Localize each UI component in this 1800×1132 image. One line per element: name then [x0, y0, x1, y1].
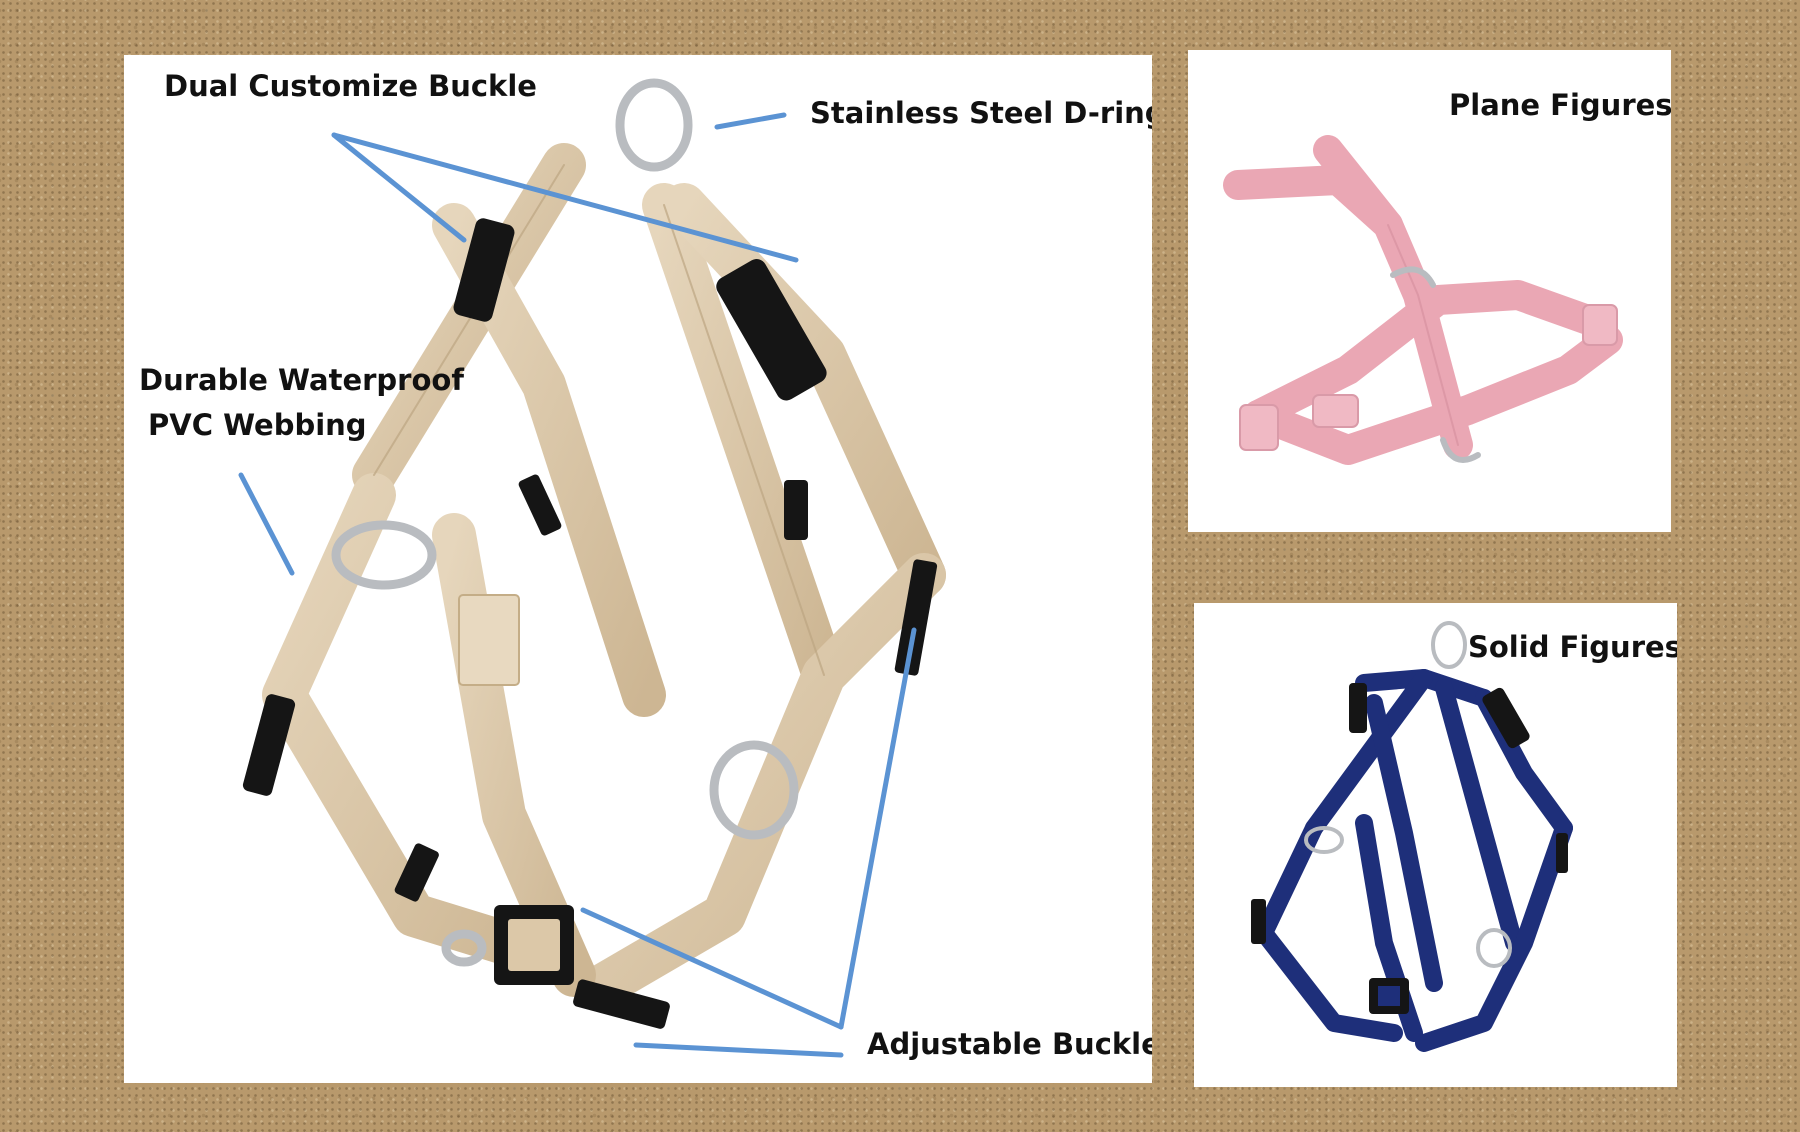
navy-ring-left [1304, 826, 1344, 854]
small-ring [441, 929, 487, 967]
pink-girth-bottom [1243, 325, 1623, 465]
adjustable-buckle-bottom [573, 979, 670, 1029]
o-ring-left [331, 520, 437, 590]
buckle-left-side [242, 694, 296, 796]
o-ring-right [709, 740, 799, 840]
pink-buckle-right [1582, 304, 1618, 346]
pink-harness [1223, 135, 1623, 465]
pink-buckle-bottom [1312, 394, 1359, 428]
buckle-right-side [894, 559, 938, 676]
navy-back-strap [1435, 679, 1523, 952]
pink-buckle-left [1239, 404, 1279, 451]
navy-buckle-right [1482, 687, 1530, 749]
solid-figures-panel: Solid Figures [1194, 603, 1677, 1087]
leader-adjustable-3 [633, 1042, 844, 1058]
right-belly-strap [582, 553, 946, 1007]
leader-webbing [238, 472, 295, 576]
navy-ring-right [1476, 928, 1512, 968]
pink-d-ring-bottom [1440, 437, 1481, 463]
callout-adjustable-buckle: Adjustable Buckle [867, 1027, 1152, 1061]
navy-right-belly [1415, 819, 1573, 1052]
right-neck-strap [662, 183, 946, 597]
d-ring-top [615, 78, 693, 172]
slider-left-low [394, 843, 439, 902]
pink-d-ring-top [1390, 266, 1436, 288]
leader-adjustable-2 [838, 627, 917, 1030]
navy-buckle-window [1378, 986, 1400, 1006]
slider-left-mid [518, 474, 562, 536]
navy-d-ring [1431, 621, 1467, 669]
leader-dual-buckle-left [331, 132, 467, 243]
leader-dual-buckle-right [331, 132, 799, 263]
navy-left-belly [1255, 819, 1403, 1042]
navy-buckle-side [1556, 833, 1568, 873]
slider-right-mid [784, 480, 808, 540]
buckle-left-top [453, 218, 515, 322]
metal-rings [331, 78, 799, 967]
plane-figures-panel: Plane Figures [1188, 50, 1671, 532]
callout-stainless-steel-d-ring: Stainless Steel D-ring [810, 96, 1152, 130]
plane-figures-title: Plane Figures [1449, 88, 1671, 122]
navy-harness [1251, 621, 1573, 1052]
buckle-window [508, 919, 560, 971]
navy-buckle-left-side [1251, 899, 1266, 944]
leader-d-ring [714, 112, 787, 130]
navy-left-strap [1365, 694, 1443, 992]
beige-harness [242, 78, 946, 1029]
beige-harness-illustration [238, 78, 946, 1058]
callout-dual-customize-buckle: Dual Customize Buckle [164, 69, 537, 103]
callout-leaders [238, 112, 917, 1058]
buckle-right-top [716, 259, 827, 401]
solid-figures-title: Solid Figures [1468, 630, 1677, 664]
pink-harness-illustration [1223, 135, 1623, 465]
leader-adjustable-1 [580, 907, 844, 1030]
navy-front-strap [1305, 669, 1433, 837]
pink-girth-top [1243, 280, 1603, 430]
callout-webbing-line-1: Durable Waterproof [139, 363, 464, 397]
callout-webbing-line-2: PVC Webbing [148, 408, 367, 442]
pink-collar-strap [1223, 135, 1403, 240]
navy-buckle-left [1349, 683, 1367, 733]
navy-harness-illustration [1251, 621, 1573, 1052]
logo-patch [458, 594, 520, 686]
main-product-panel: Dual Customize Buckle Stainless Steel D-… [124, 55, 1152, 1083]
